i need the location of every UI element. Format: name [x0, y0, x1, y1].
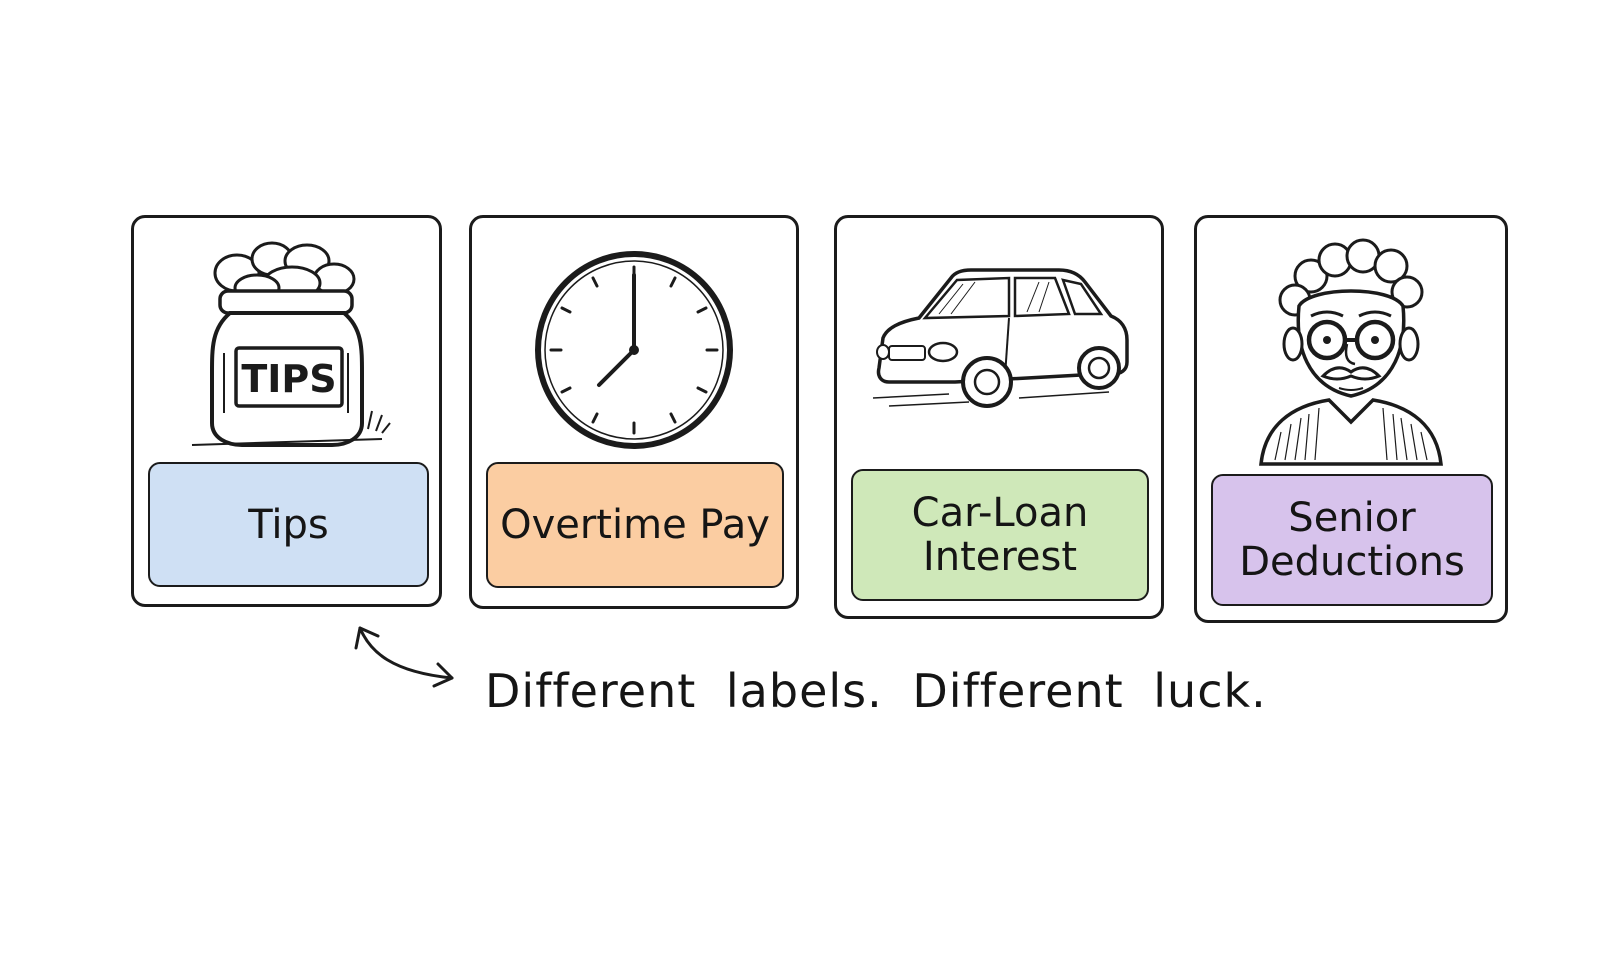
tip-jar-icon: TIPS [134, 233, 439, 453]
senior-label-line1: Senior [1288, 495, 1416, 541]
clock-icon [472, 245, 796, 455]
overtime-label: Overtime Pay [486, 462, 784, 588]
card-car-loan: Car-Loan Interest [834, 215, 1164, 619]
curved-arrow-icon [354, 626, 454, 688]
senior-person-icon [1197, 236, 1505, 466]
overtime-label-text: Overtime Pay [500, 502, 770, 548]
jar-label-text: TIPS [241, 357, 336, 401]
card-tips: TIPS Tips [131, 215, 442, 607]
caption-text: Different labels. Different luck. [485, 664, 1267, 718]
car-loan-label-line1: Car-Loan [911, 490, 1089, 536]
senior-label-line2: Deductions [1239, 539, 1465, 585]
car-loan-label: Car-Loan Interest [851, 469, 1149, 601]
senior-label: Senior Deductions [1211, 474, 1493, 606]
tips-label-text: Tips [248, 501, 329, 548]
card-overtime: Overtime Pay [469, 215, 799, 609]
card-senior: Senior Deductions [1194, 215, 1508, 623]
tips-label: Tips [148, 462, 429, 587]
car-icon [837, 258, 1161, 428]
car-loan-label-line2: Interest [922, 534, 1078, 580]
